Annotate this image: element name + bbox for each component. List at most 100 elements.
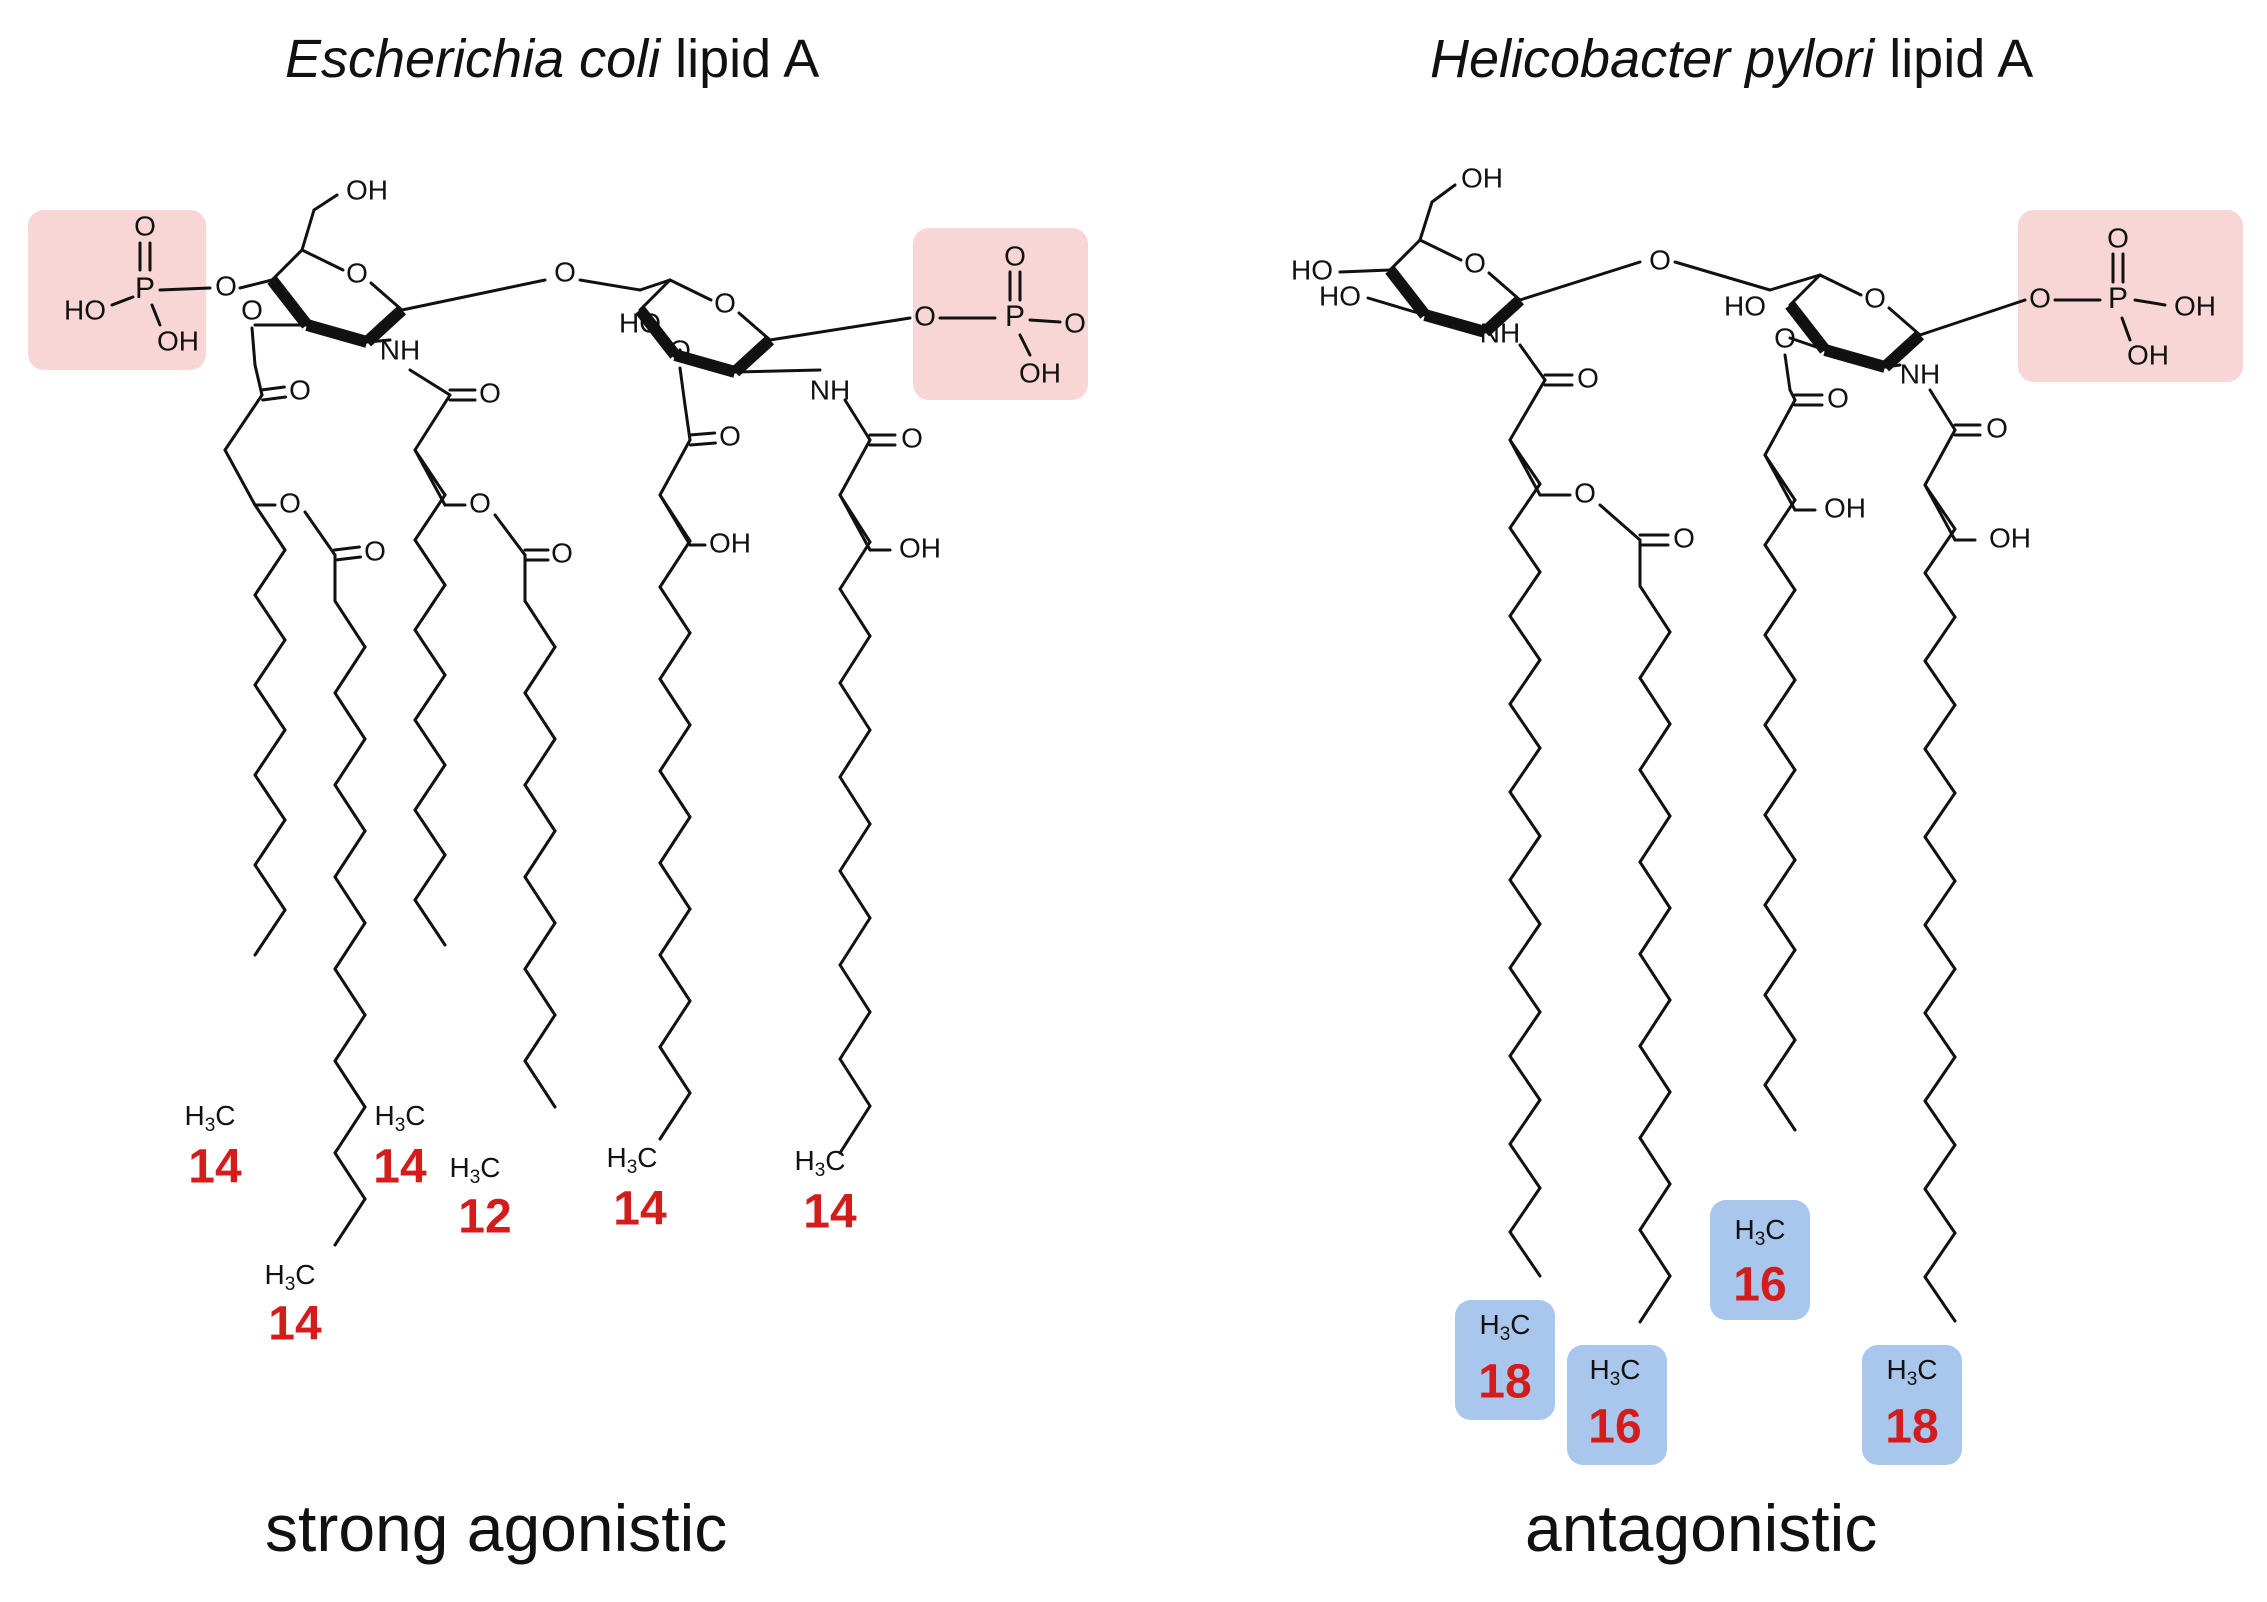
- chain-bond: [1508, 526, 1542, 574]
- chain-bond: [658, 907, 692, 957]
- hpylori-sugar2-ring-bond: [1818, 273, 1863, 297]
- chain-bond: [1508, 1054, 1542, 1102]
- chain-bond: [333, 783, 367, 833]
- chain-bond: [413, 718, 447, 767]
- atom-label: NH: [1900, 358, 1940, 389]
- chain-bond: [413, 538, 447, 587]
- chain-bond: [1638, 952, 1672, 1002]
- hpylori-sugar1-ring-bond: [1418, 238, 1463, 262]
- chain-bond: [1638, 676, 1672, 726]
- chain-bond: [1923, 527, 1957, 575]
- bond: [300, 208, 316, 252]
- chain-bond: [1763, 1038, 1797, 1087]
- chain-bond: [1508, 922, 1542, 970]
- chain-bond: [523, 691, 557, 741]
- methyl-label: H3C: [1479, 1309, 1530, 1345]
- chain-bond: [1923, 1275, 1957, 1323]
- chain-bond: [658, 1045, 692, 1095]
- chain-bond: [253, 908, 287, 957]
- atom-label: O: [215, 270, 237, 301]
- atom-label: O: [554, 256, 576, 287]
- chain-bond: [1763, 723, 1797, 772]
- chain-bond: [253, 773, 287, 822]
- hpylori-sugar2-ring-bond: [1788, 273, 1822, 307]
- chain-bond: [523, 1059, 557, 1109]
- chain-bond: [838, 869, 872, 920]
- atom-label: O: [719, 420, 741, 451]
- atom-label: O: [1064, 307, 1086, 338]
- chain-bond: [658, 815, 692, 865]
- chain-highlight-hpylori-2: [1567, 1345, 1667, 1465]
- atom-label: O: [479, 377, 501, 408]
- atom-label: HO: [1291, 254, 1333, 285]
- chain-length-number: 14: [613, 1183, 667, 1236]
- chain-bond: [658, 769, 692, 819]
- chain-bond: [1763, 858, 1797, 907]
- chain-bond: [658, 861, 692, 911]
- bond-layer: [110, 183, 2167, 1324]
- chain-bond: [333, 921, 367, 971]
- hpylori-sugar1-ring-bond: [1487, 271, 1522, 302]
- ecoli-sugar2-ring-bond: [737, 311, 772, 342]
- chain-bond: [1923, 659, 1957, 707]
- bond: [1598, 503, 1642, 542]
- chain-bond: [1763, 993, 1797, 1042]
- double-bond: [334, 555, 363, 562]
- double-bond: [261, 395, 288, 402]
- methyl-label: H3C: [449, 1152, 500, 1188]
- bond: [578, 278, 642, 292]
- methyl-label: H3C: [184, 1100, 235, 1136]
- bond: [1018, 333, 1032, 357]
- chain-bond: [1508, 878, 1542, 926]
- chain-bond: [838, 1057, 872, 1108]
- chain-bond: [1763, 768, 1797, 817]
- chain-bond: [413, 808, 447, 857]
- chain-bond: [658, 631, 692, 681]
- atom-label: O: [551, 537, 573, 568]
- chain-bond: [253, 818, 287, 867]
- atom-label: O: [241, 294, 263, 325]
- chain-bond: [333, 599, 367, 649]
- phosphate-highlight-ecoli-left: [28, 210, 206, 370]
- chain-bond: [523, 737, 557, 787]
- atom-label: HO: [1724, 290, 1766, 321]
- bond: [843, 398, 872, 442]
- atom-label: O: [1574, 477, 1596, 508]
- atom-label: OH: [2174, 290, 2216, 321]
- bond: [1883, 363, 1902, 369]
- ecoli-sugar1-ring-bold: [267, 276, 312, 329]
- title-hpylori: Helicobacter pylori lipid A: [1430, 28, 2033, 90]
- bond: [1418, 200, 1434, 242]
- chain-bond: [1763, 498, 1797, 547]
- title-ecoli-rest: lipid A: [660, 29, 820, 89]
- atom-label: OH: [157, 325, 199, 356]
- chain-bond: [253, 683, 287, 732]
- chain-bond: [333, 1197, 367, 1247]
- chain-bond: [523, 829, 557, 879]
- methyl-label: H3C: [374, 1100, 425, 1136]
- atom-label: O: [134, 210, 156, 241]
- methyl-label: H3C: [1589, 1354, 1640, 1390]
- chain-bond: [1508, 482, 1542, 530]
- bond: [1783, 353, 1792, 392]
- title-hpylori-rest: lipid A: [1874, 29, 2034, 89]
- ecoli-sugar1-ring-bold: [362, 305, 407, 347]
- chain-bond: [1508, 966, 1542, 1014]
- chain-bond: [1638, 814, 1672, 864]
- atom-label: OH: [346, 174, 388, 205]
- atom-label: O: [2029, 282, 2051, 313]
- chain-bond: [838, 681, 872, 732]
- chain-bond: [1763, 813, 1797, 862]
- ecoli-sugar2-ring-oxygen: O: [714, 287, 736, 318]
- atom-label: O: [1004, 240, 1026, 271]
- atom-label: HO: [619, 307, 661, 338]
- chain-bond: [1508, 1010, 1542, 1058]
- chain-bond: [333, 1013, 367, 1063]
- chain-bond: [658, 539, 692, 589]
- double-bond: [688, 441, 717, 447]
- atom-label: O: [914, 300, 936, 331]
- chain-bond: [1638, 860, 1672, 910]
